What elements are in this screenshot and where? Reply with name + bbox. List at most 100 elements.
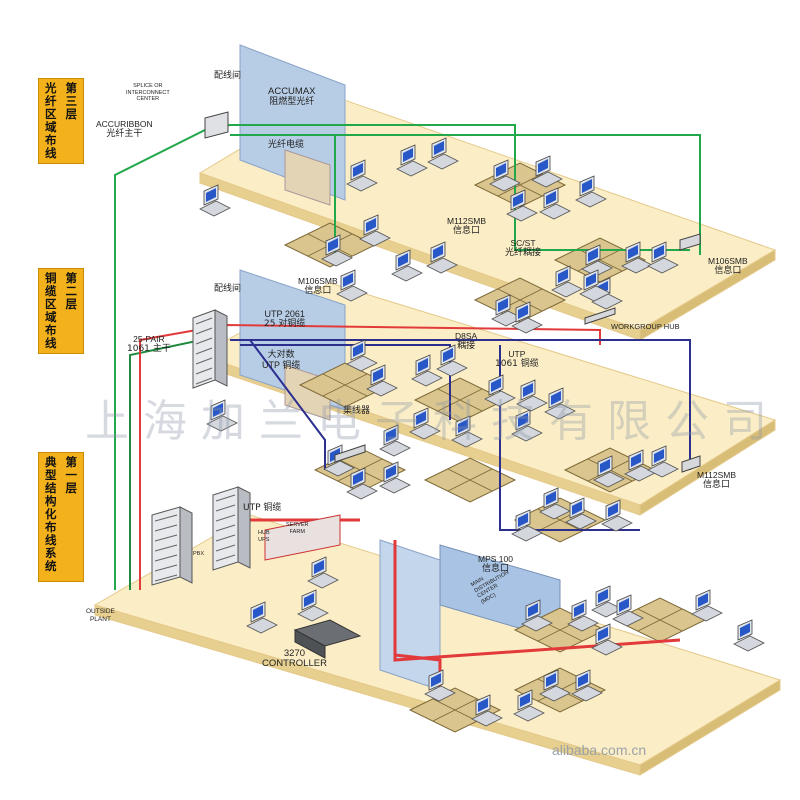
copper-rack-floor2-side — [214, 309, 228, 387]
workstation-computer-screen — [496, 163, 506, 177]
workstation-computer-screen — [386, 428, 396, 442]
pbx-rack-unit — [154, 534, 178, 542]
workstation-computer-screen — [586, 273, 596, 287]
pbx-label: PBX — [193, 551, 205, 557]
workstation-computer-screen — [528, 603, 538, 617]
workstation-computer-desk — [489, 175, 521, 192]
workstation-computer-screen — [654, 245, 664, 259]
pbx-rack-unit — [154, 564, 178, 572]
side-label-char: 铜 — [45, 271, 57, 285]
hub-cn-label: 集线器 — [343, 406, 371, 416]
side-label-char: 布 — [45, 520, 57, 534]
workstation-computer-desk — [601, 515, 633, 532]
copper-rack-floor2-unit — [195, 357, 213, 365]
workstation-computer-desk — [297, 605, 329, 622]
splice-enclosure — [204, 111, 229, 139]
workstation-computer-desk — [206, 415, 238, 432]
workstation-computer-screen — [518, 305, 528, 319]
copper-rack-floor2-unit — [195, 337, 213, 345]
workstation-computer-screen — [213, 403, 223, 417]
outlet-box — [681, 455, 701, 473]
workstation-computer-screen — [366, 218, 376, 232]
pbx-rack-unit — [154, 544, 178, 552]
workstation-computer-desk — [484, 390, 516, 407]
utp-hub-cable — [249, 339, 326, 470]
workstation-computer-screen — [572, 501, 582, 515]
workstation-computer-screen — [518, 513, 528, 527]
workstation-computer-desk — [366, 380, 398, 397]
copper-rack-floor2 — [192, 309, 216, 389]
workgroup-hub-label: WORKGROUP HUB — [611, 322, 680, 331]
workstation-computer-desk — [544, 403, 576, 420]
workstation-computer-desk — [409, 423, 441, 440]
workstation-computer-desk — [199, 200, 231, 217]
workstation-computer-desk — [551, 281, 583, 298]
workstation-computer-desk — [391, 265, 423, 282]
workstation-computer-screen — [574, 603, 584, 617]
workstation-computer-screen — [518, 413, 528, 427]
workstation-computer-screen — [523, 383, 533, 397]
utp-drop-cable — [240, 344, 451, 420]
floor2-mat-gridline — [447, 468, 493, 492]
workstation-computer-desk — [531, 171, 563, 188]
floor3-side-label: 光纤区域布线第三层 — [38, 78, 84, 164]
pbx-rack — [151, 506, 181, 586]
side-label-char: 线 — [45, 336, 57, 350]
floor1-red-distribution — [393, 540, 681, 662]
server-rack-unit — [215, 554, 236, 562]
side-label-char: 线 — [45, 146, 57, 160]
workstation-computer-desk — [506, 205, 538, 222]
side-label-char: 第 — [65, 271, 78, 285]
fiber-cable-label: 光纤电缆 — [268, 140, 305, 150]
workstation-computer-desk — [451, 431, 483, 448]
workstation-computer-screen — [608, 503, 618, 517]
floor2-mat-gridline — [322, 373, 368, 397]
workstation-computer-desk — [346, 355, 378, 372]
server-rack-side — [237, 486, 251, 569]
workstation-computer-desk — [511, 525, 543, 542]
utp-horizontal-cable — [230, 339, 691, 470]
copper-rack-floor2-unit — [195, 327, 213, 335]
copper-rack-floor2-unit — [195, 317, 213, 325]
workstation-computer-desk — [593, 471, 625, 488]
side-label-char: 第 — [65, 81, 78, 95]
server-rack-unit — [215, 544, 236, 552]
side-label-char: 第 — [65, 455, 78, 469]
pbx-rack-unit — [154, 574, 178, 582]
side-label-char: 线 — [45, 533, 57, 547]
workstation-computer-desk — [336, 285, 368, 302]
workstation-computer-desk — [521, 615, 553, 632]
workstation-computer-screen — [206, 188, 216, 202]
workstation-computer-screen — [491, 378, 501, 392]
workstation-computer-desk — [513, 705, 545, 722]
workstation-computer-screen — [353, 163, 363, 177]
workstation-computer-desk — [346, 175, 378, 192]
workstation-computer-screen — [558, 269, 568, 283]
workstation-computer-screen — [520, 693, 530, 707]
workstation-computer-screen — [431, 673, 441, 687]
workstation-computer-screen — [418, 358, 428, 372]
workstation-computer-desk — [471, 710, 503, 727]
floor2-mat-gridline — [437, 388, 483, 412]
pbx-rack-side — [179, 506, 193, 584]
workstation-computer-screen — [314, 560, 324, 574]
pbx-rack-unit — [154, 524, 178, 532]
side-label-char: 布 — [45, 323, 57, 337]
server-rack-unit — [215, 494, 236, 502]
company-watermark: 上海加兰电子科技有限公司 — [85, 396, 781, 447]
workstation-computer-screen — [498, 298, 508, 312]
workstation-computer-screen — [343, 273, 353, 287]
workstation-computer-desk — [571, 685, 603, 702]
workstation-computer-screen — [588, 248, 598, 262]
workstation-computer-screen — [546, 491, 556, 505]
side-label-char: 光 — [45, 81, 57, 95]
side-label-char: 结 — [45, 481, 57, 495]
workstation-computer-screen — [538, 159, 548, 173]
